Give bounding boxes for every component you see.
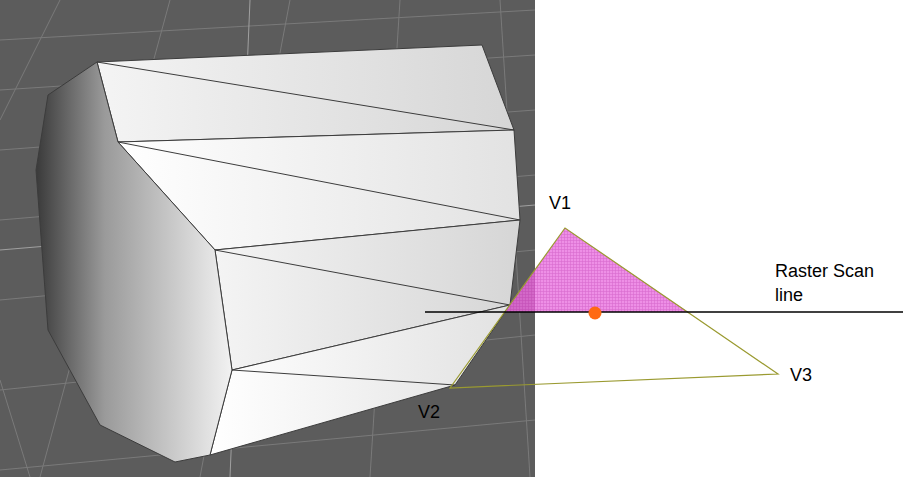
- cylinder-mesh: [36, 45, 520, 462]
- triangle-outline: [450, 228, 778, 388]
- scan-line: [425, 311, 903, 312]
- grid-axis: [0, 0, 535, 477]
- filled-span: [505, 228, 688, 312]
- scan-line-label: Raster Scan line: [775, 259, 875, 307]
- vertex-label: V2: [418, 400, 440, 424]
- sample-point: [589, 307, 602, 320]
- viewport-background: [0, 0, 535, 477]
- ground-grid: [0, 0, 535, 477]
- vertex-label: V3: [790, 363, 812, 387]
- vertex-label: V1: [549, 191, 571, 215]
